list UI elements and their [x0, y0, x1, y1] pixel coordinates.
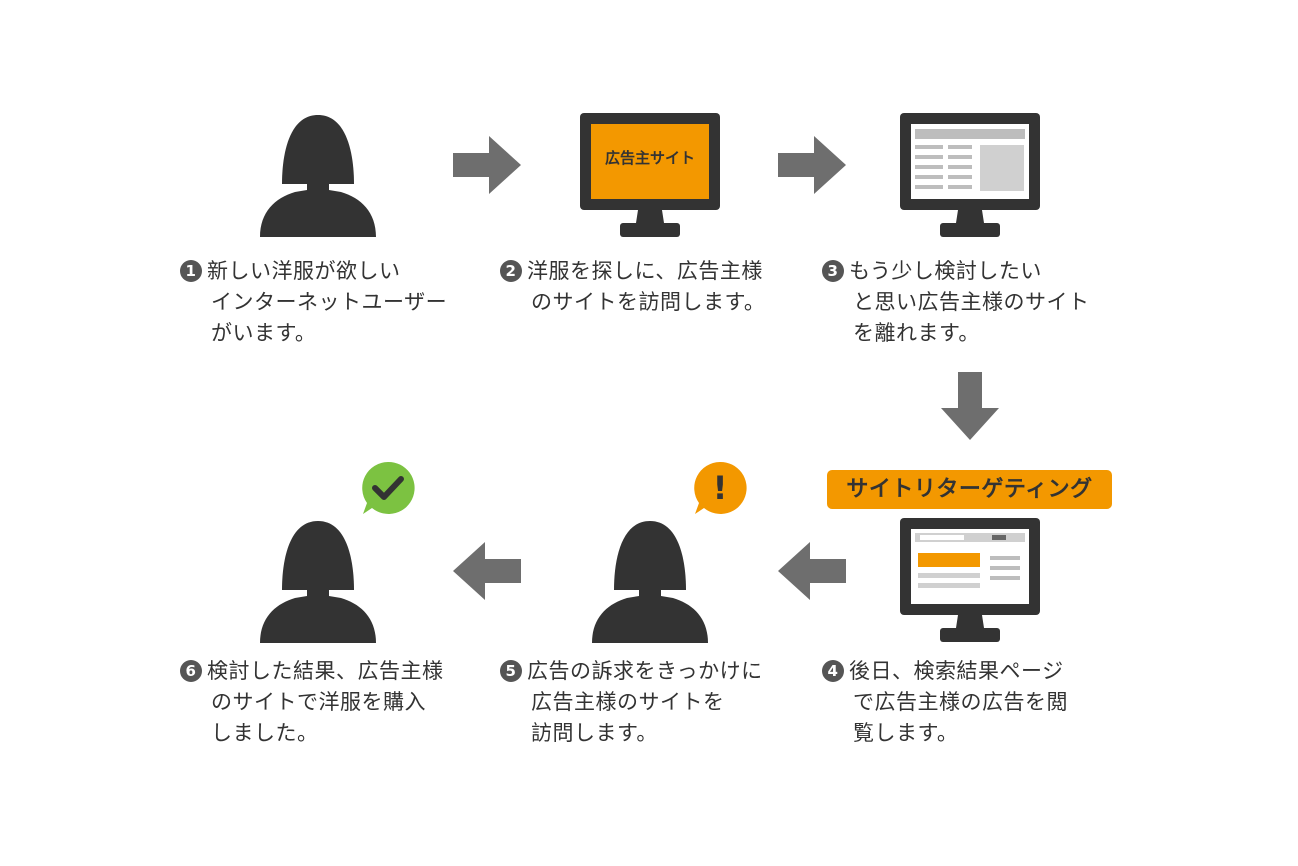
exclamation-mark: !	[713, 469, 728, 507]
step-5-line-1: 広告の訴求をきっかけに	[527, 659, 763, 683]
step-number-1: 1	[180, 260, 202, 282]
step-2-line-2: のサイトを訪問します。	[531, 290, 766, 314]
step-3-line-1: もう少し検討したい	[849, 259, 1042, 283]
step-5-line-2: 広告主様のサイトを	[531, 690, 725, 714]
advertiser-site-monitor: 広告主サイト	[580, 113, 720, 238]
step-3-line-2: と思い広告主様のサイト	[853, 290, 1090, 314]
step-4-line-1: 後日、検索結果ページ	[849, 659, 1064, 683]
step-6-line-1: 検討した結果、広告主様	[207, 659, 444, 683]
site-retargeting-banner: サイトリターゲティング	[827, 470, 1112, 509]
search-results-monitor-icon	[900, 518, 1040, 642]
user-icon-5	[592, 521, 708, 643]
step-1-line-1: 新しい洋服が欲しい	[207, 259, 401, 283]
arrow-left-icon-2	[778, 542, 846, 600]
step-1-line-2: インターネットユーザー	[211, 290, 448, 314]
step-4-line-2: で広告主様の広告を閲	[853, 690, 1068, 714]
exclamation-icon: !	[694, 461, 747, 514]
step-number-4: 4	[822, 660, 844, 682]
step-6-line-2: のサイトで洋服を購入	[211, 690, 426, 714]
step-5-line-3: 訪問します。	[531, 721, 658, 745]
step-4-line-3: 覧します。	[853, 721, 959, 745]
webpage-monitor-icon	[900, 113, 1040, 237]
arrow-right-icon-1	[453, 136, 521, 194]
arrow-left-icon-1	[453, 542, 521, 600]
monitor-label: 広告主サイト	[604, 149, 695, 167]
step-1-line-3: がいます。	[211, 321, 317, 345]
check-icon	[362, 461, 415, 514]
step-3-line-3: を離れます。	[853, 321, 980, 345]
step-6-line-3: しました。	[211, 721, 319, 745]
user-icon-6	[260, 521, 376, 643]
step-number-3: 3	[822, 260, 844, 282]
arrow-right-icon-2	[778, 136, 846, 194]
step-number-6: 6	[180, 660, 202, 682]
step-number-5: 5	[500, 660, 522, 682]
step-2-line-1: 洋服を探しに、広告主様	[527, 259, 763, 283]
user-icon-1	[260, 115, 376, 237]
step-number-2: 2	[500, 260, 522, 282]
arrow-down-icon	[941, 372, 999, 440]
